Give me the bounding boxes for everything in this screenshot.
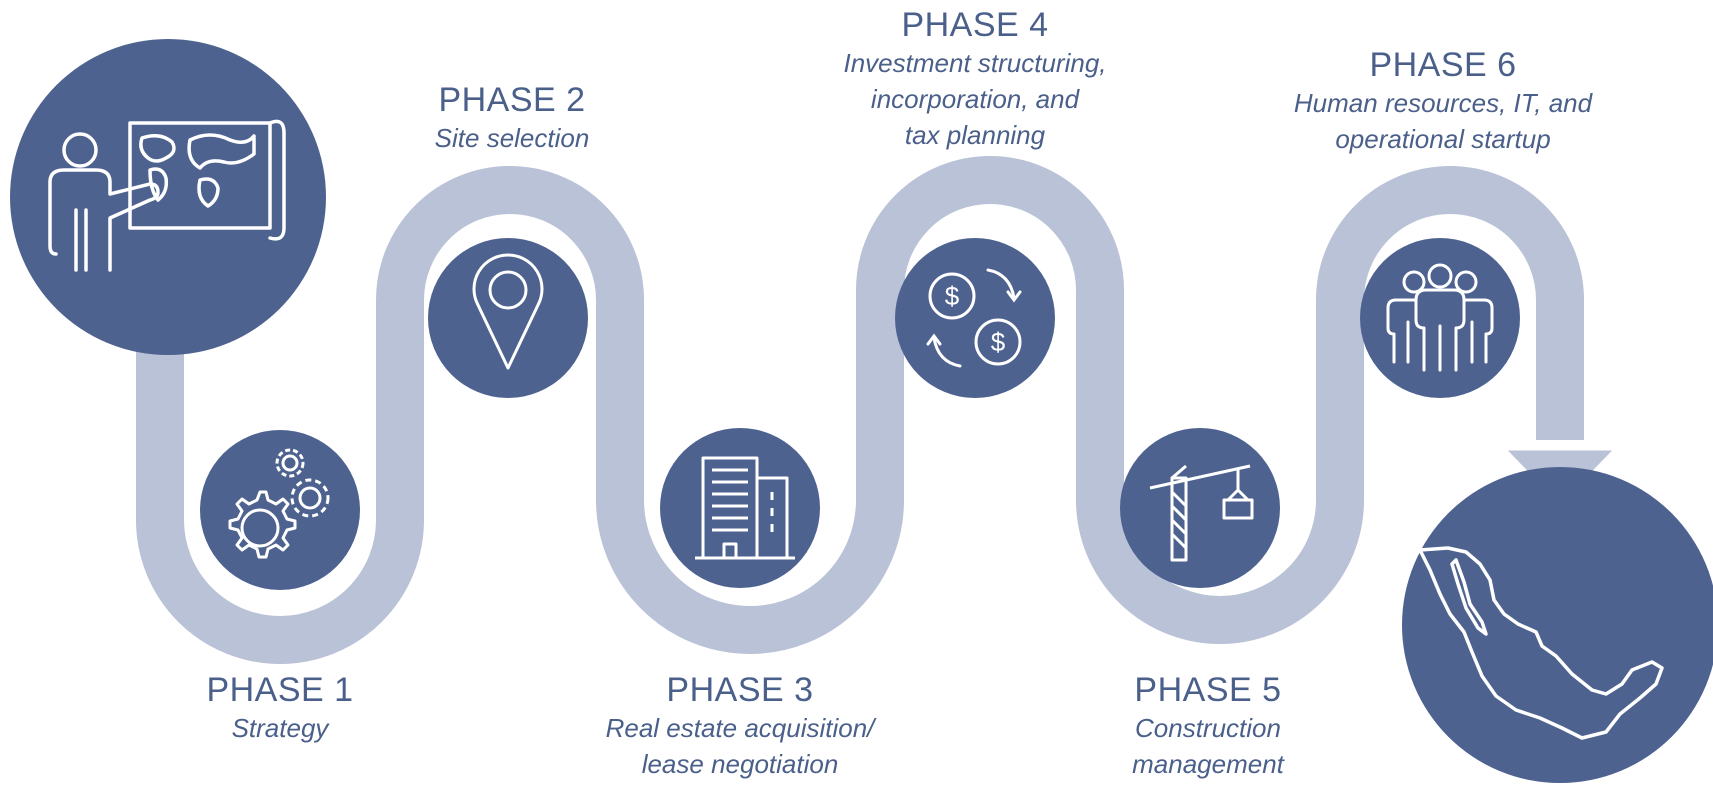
phase-5-desc-line-2: management	[1132, 749, 1284, 779]
phase-4-desc-line-1: Investment structuring,	[843, 48, 1107, 78]
gears-icon	[228, 448, 330, 559]
start-circle	[10, 39, 326, 355]
phase-3-circle	[660, 428, 820, 588]
currency-exchange-icon: $ $	[926, 268, 1022, 368]
winding-path	[136, 156, 1584, 664]
phase-6-label: PHASE 6 Human resources, IT, and operati…	[1294, 45, 1592, 157]
phase-5-desc-line-1: Construction	[1135, 713, 1281, 743]
svg-text:$: $	[945, 281, 960, 311]
phase-2-label: PHASE 2 Site selection	[435, 80, 590, 156]
phase-4-desc-line-2: incorporation, and	[870, 84, 1080, 114]
phase-5-label: PHASE 5 Construction management	[1132, 670, 1284, 782]
phase-2-desc-line-1: Site selection	[434, 123, 590, 153]
phase-1-label: PHASE 1 Strategy	[206, 670, 353, 746]
phase-4-circle: $ $	[895, 238, 1055, 398]
phase-3-title: PHASE 3	[666, 671, 814, 709]
location-pin-icon	[472, 253, 544, 370]
phase-3-desc-line-1: Real estate acquisition/	[605, 713, 875, 743]
phase-1-desc-line-1: Strategy	[231, 713, 329, 743]
phase-1-circle	[200, 430, 360, 590]
phase-4-title: PHASE 4	[901, 6, 1049, 44]
phase-5-circle	[1120, 428, 1280, 588]
construction-crane-icon	[1149, 464, 1254, 562]
svg-text:$: $	[991, 327, 1006, 357]
presenter-world-map-icon	[48, 119, 286, 272]
phase-6-desc-line-2: operational startup	[1335, 124, 1551, 154]
mexico-map-icon	[1418, 546, 1664, 740]
phase-6-desc-line-1: Human resources, IT, and	[1293, 88, 1593, 118]
team-people-icon	[1386, 263, 1494, 372]
phase-3-desc-line-2: lease negotiation	[641, 749, 839, 779]
phase-5-title: PHASE 5	[1134, 671, 1282, 709]
phase-4-desc-line-3: tax planning	[904, 120, 1046, 150]
phase-1-title: PHASE 1	[206, 671, 354, 709]
phase-6-title: PHASE 6	[1369, 46, 1517, 84]
phase-2-title: PHASE 2	[438, 81, 586, 119]
phase-4-label: PHASE 4 Investment structuring, incorpor…	[844, 5, 1107, 153]
end-circle	[1402, 467, 1713, 783]
phase-3-label: PHASE 3 Real estate acquisition/ lease n…	[606, 670, 875, 782]
phase-6-circle	[1360, 238, 1520, 398]
office-building-icon	[695, 456, 795, 560]
phase-2-circle	[428, 238, 588, 398]
